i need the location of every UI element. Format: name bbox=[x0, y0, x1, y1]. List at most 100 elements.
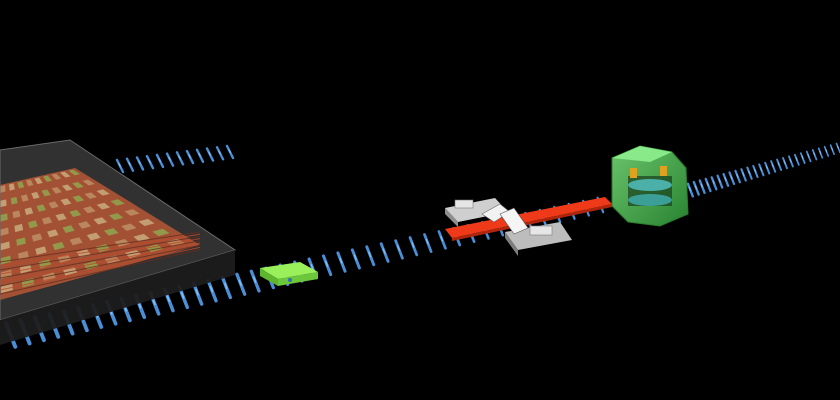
furnace-tile bbox=[24, 207, 34, 216]
roller-highlight bbox=[198, 152, 201, 157]
roller-highlight bbox=[411, 242, 415, 248]
furnace-tile bbox=[72, 195, 85, 203]
furnace-hot-zone bbox=[0, 168, 200, 300]
roller-highlight bbox=[148, 159, 151, 164]
furnace-tile bbox=[47, 229, 59, 238]
furnace-tile bbox=[86, 232, 101, 241]
furnace-layer bbox=[0, 238, 201, 275]
furnace-tile bbox=[124, 209, 140, 216]
roller-highlight bbox=[718, 178, 721, 183]
furnace-tile bbox=[61, 184, 73, 191]
furnace-tile bbox=[114, 238, 131, 247]
roller-highlight bbox=[397, 245, 400, 251]
roller-highlight bbox=[224, 282, 228, 290]
mill-chock-right bbox=[660, 166, 667, 176]
mill-stand bbox=[611, 145, 689, 227]
furnace-tile bbox=[0, 227, 9, 236]
roller-highlight bbox=[252, 276, 257, 283]
furnace-tile bbox=[96, 202, 111, 210]
roller-highlight bbox=[310, 263, 314, 271]
roller-highlight bbox=[712, 180, 715, 185]
furnace-tile bbox=[0, 255, 11, 265]
furnace-tile bbox=[0, 185, 6, 193]
roller-highlight bbox=[688, 186, 692, 192]
furnace-tile bbox=[69, 237, 83, 246]
roller-highlight bbox=[152, 298, 156, 306]
furnace-tile bbox=[0, 241, 10, 251]
furnace-tile bbox=[12, 210, 21, 219]
roller-highlight bbox=[425, 239, 429, 245]
furnace-tile bbox=[31, 233, 43, 242]
furnace-tile bbox=[166, 238, 185, 247]
mill-roll-top bbox=[628, 179, 672, 191]
furnace-tile bbox=[152, 228, 170, 237]
roller-highlight bbox=[118, 163, 121, 168]
roller-table-back bbox=[115, 144, 235, 174]
furnace-tile bbox=[42, 175, 53, 182]
shear-block-a bbox=[454, 199, 474, 209]
roller-highlight bbox=[208, 151, 211, 156]
furnace-tile bbox=[110, 199, 125, 206]
roller-highlight bbox=[789, 158, 792, 163]
roller-highlight bbox=[813, 152, 816, 156]
roller-highlight bbox=[238, 279, 242, 287]
furnace-tile bbox=[59, 171, 71, 178]
furnace-layer bbox=[0, 231, 201, 263]
furnace-side-layers bbox=[0, 231, 201, 295]
furnace-tile bbox=[96, 189, 110, 196]
roller-highlight bbox=[831, 147, 834, 151]
furnace-tile bbox=[84, 192, 97, 199]
furnace-tile bbox=[48, 201, 59, 209]
slab-front bbox=[260, 268, 278, 286]
reheating-furnace bbox=[0, 139, 237, 345]
roller-highlight bbox=[339, 257, 343, 264]
furnace-tile bbox=[78, 221, 91, 229]
shear-base-front-side bbox=[505, 232, 518, 256]
roller-highlight bbox=[168, 156, 171, 161]
roller-highlight bbox=[180, 292, 185, 299]
furnace-tile bbox=[124, 249, 142, 258]
furnace-tile bbox=[0, 213, 8, 222]
roller-table-exit bbox=[686, 142, 840, 198]
furnace-tile bbox=[16, 237, 26, 246]
roller-highlight bbox=[819, 150, 822, 155]
furnace-tile bbox=[93, 217, 108, 225]
roller-highlight bbox=[440, 235, 444, 242]
strip-top bbox=[445, 197, 612, 238]
mill-chock-left bbox=[630, 168, 637, 178]
furnace-tile bbox=[69, 209, 82, 218]
roller-highlight bbox=[228, 149, 231, 154]
furnace-tile bbox=[52, 241, 65, 251]
furnace-tile bbox=[35, 246, 47, 255]
furnace-layer bbox=[0, 249, 201, 295]
roller-highlight bbox=[324, 260, 329, 267]
roller-highlight bbox=[765, 165, 768, 170]
furnace-tile bbox=[138, 218, 155, 226]
roller-highlight bbox=[218, 150, 221, 155]
furnace-layer bbox=[0, 233, 201, 267]
furnace-tile bbox=[31, 191, 40, 200]
roller-highlight bbox=[748, 170, 751, 175]
furnace-layer bbox=[0, 242, 201, 283]
furnace-tile bbox=[55, 213, 67, 221]
furnace-tile bbox=[60, 198, 72, 206]
slab-marker bbox=[288, 278, 292, 282]
furnace-tile bbox=[14, 223, 24, 233]
roller-highlight bbox=[158, 157, 161, 163]
roller-highlight bbox=[724, 177, 727, 182]
furnace-tile bbox=[51, 173, 62, 180]
furnace-tile bbox=[8, 183, 15, 191]
roller-highlight bbox=[807, 153, 810, 158]
furnace-tile bbox=[121, 223, 137, 231]
roller-highlight bbox=[837, 145, 839, 149]
furnace-tile bbox=[133, 233, 150, 242]
furnace-tile bbox=[68, 169, 80, 176]
furnace-tile bbox=[72, 182, 84, 189]
furnace-layer bbox=[0, 240, 201, 279]
roller-highlight bbox=[694, 185, 698, 190]
shear-knife bbox=[499, 207, 529, 235]
furnace-tile bbox=[82, 206, 96, 214]
furnace-tile bbox=[20, 194, 29, 202]
roller-highlight bbox=[353, 254, 357, 261]
